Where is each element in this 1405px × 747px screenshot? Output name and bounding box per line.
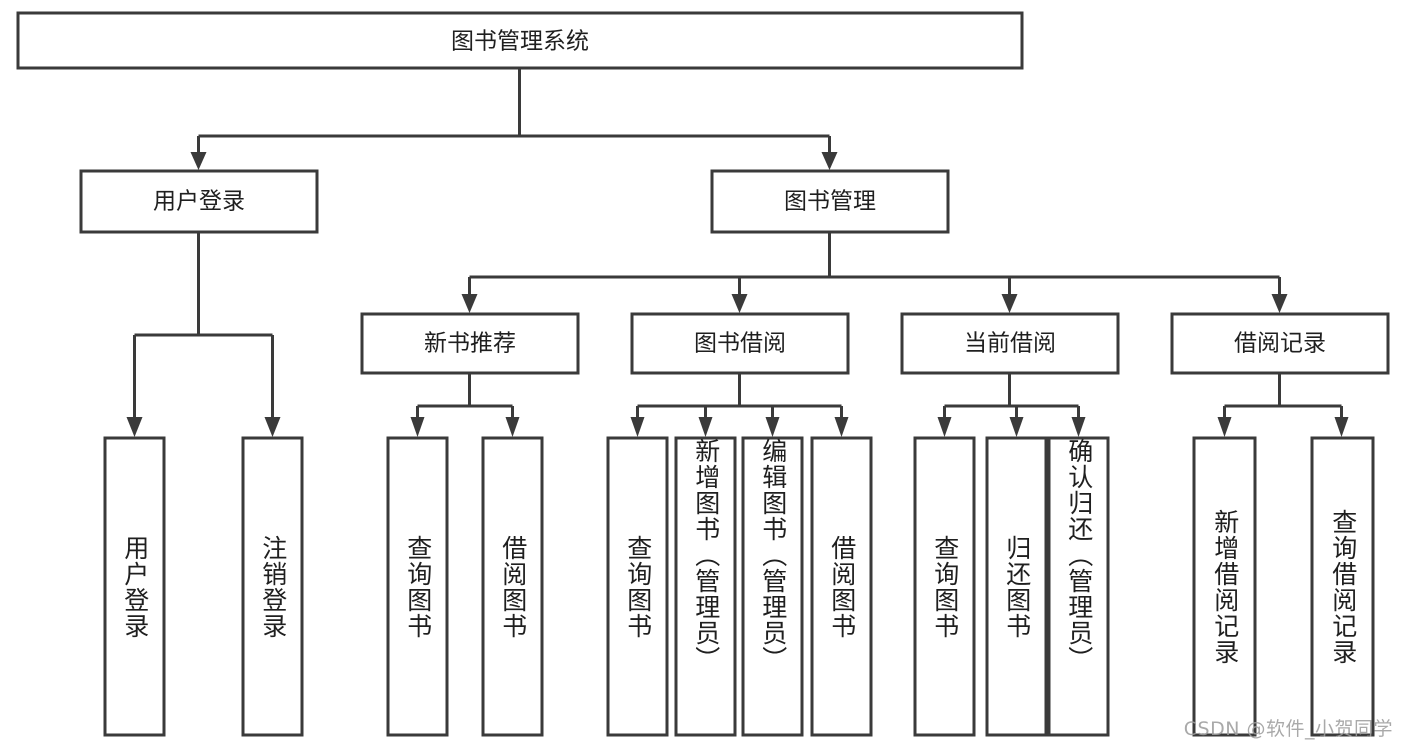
node-book-borrow-box[interactable]	[630, 312, 850, 375]
arrow-root-to-user-login	[190, 152, 207, 170]
arrow-book-borrow-leaf3	[765, 417, 780, 437]
connector-group-user-login	[126, 232, 281, 437]
arrow-current-borrow-leaf3	[1071, 417, 1086, 437]
node-user-login-label: 用户登录	[153, 189, 245, 215]
arrow-book-mgmt-to-borrow-record	[1271, 294, 1288, 313]
leaf-box-new-book-2[interactable]	[481, 436, 544, 737]
node-user-login-box[interactable]	[79, 169, 319, 234]
connector-group-borrow-record	[1217, 373, 1349, 437]
node-user-login[interactable]: 用户登录	[79, 169, 319, 234]
node-root-label: 图书管理系统	[451, 29, 589, 55]
arrow-book-mgmt-to-current-borrow	[1001, 294, 1018, 313]
leaf-box-new-book-1[interactable]	[386, 436, 449, 737]
arrow-book-borrow-leaf1	[630, 417, 645, 437]
arrow-book-borrow-leaf4	[834, 417, 849, 437]
leaf-box-current-borrow-3[interactable]	[1047, 436, 1110, 737]
leaf-box-book-borrow-2[interactable]	[674, 436, 737, 737]
leaf-box-borrow-record-2[interactable]	[1310, 436, 1375, 737]
leaf-box-current-borrow-2[interactable]	[985, 436, 1048, 737]
node-new-book-recommend[interactable]: 新书推荐	[360, 312, 580, 375]
arrow-new-book-leaf1	[410, 417, 425, 437]
connector-group-new-book	[410, 373, 520, 437]
arrow-book-mgmt-to-new-book	[461, 294, 478, 313]
leaf-box-book-borrow-1[interactable]	[606, 436, 669, 737]
leaf-box-borrow-record-1[interactable]	[1192, 436, 1257, 737]
connector-group-root	[190, 68, 838, 170]
leaf-box-book-borrow-4[interactable]	[810, 436, 873, 737]
leaf-box-user-login-1[interactable]	[103, 436, 166, 737]
node-root-box[interactable]	[16, 11, 1024, 70]
node-borrow-record-label: 借阅记录	[1234, 331, 1326, 357]
connector-group-book-borrow	[630, 373, 849, 437]
node-current-borrow[interactable]: 当前借阅	[900, 312, 1120, 375]
arrow-user-login-leaf2	[264, 417, 281, 437]
node-current-borrow-box[interactable]	[900, 312, 1120, 375]
connector-group-book-mgmt	[461, 232, 1288, 313]
node-book-borrow[interactable]: 图书借阅	[630, 312, 850, 375]
node-book-mgmt-box[interactable]	[710, 169, 950, 234]
node-borrow-record-box[interactable]	[1170, 312, 1390, 375]
node-new-book-recommend-label: 新书推荐	[424, 331, 516, 357]
leaf-box-book-borrow-3[interactable]	[741, 436, 804, 737]
arrow-book-mgmt-to-book-borrow	[731, 294, 748, 313]
node-current-borrow-label: 当前借阅	[964, 331, 1056, 357]
node-book-mgmt-label: 图书管理	[784, 189, 876, 215]
node-root[interactable]: 图书管理系统	[16, 11, 1024, 70]
arrow-book-borrow-leaf2	[698, 417, 713, 437]
connector-group-current-borrow	[937, 373, 1086, 437]
arrow-new-book-leaf2	[505, 417, 520, 437]
arrow-current-borrow-leaf1	[937, 417, 952, 437]
node-borrow-record[interactable]: 借阅记录	[1170, 312, 1390, 375]
leaf-box-user-login-2[interactable]	[241, 436, 304, 737]
arrow-user-login-leaf1	[126, 417, 143, 437]
arrow-root-to-book-mgmt	[821, 152, 838, 170]
arrow-borrow-record-leaf2	[1334, 417, 1349, 437]
node-book-borrow-label: 图书借阅	[694, 331, 786, 357]
node-book-mgmt[interactable]: 图书管理	[710, 169, 950, 234]
csdn-watermark: CSDN @软件_小贺同学	[1183, 718, 1393, 740]
node-new-book-recommend-box[interactable]	[360, 312, 580, 375]
arrow-current-borrow-leaf2	[1009, 417, 1024, 437]
leaf-box-current-borrow-1[interactable]	[913, 436, 976, 737]
arrow-borrow-record-leaf1	[1217, 417, 1232, 437]
